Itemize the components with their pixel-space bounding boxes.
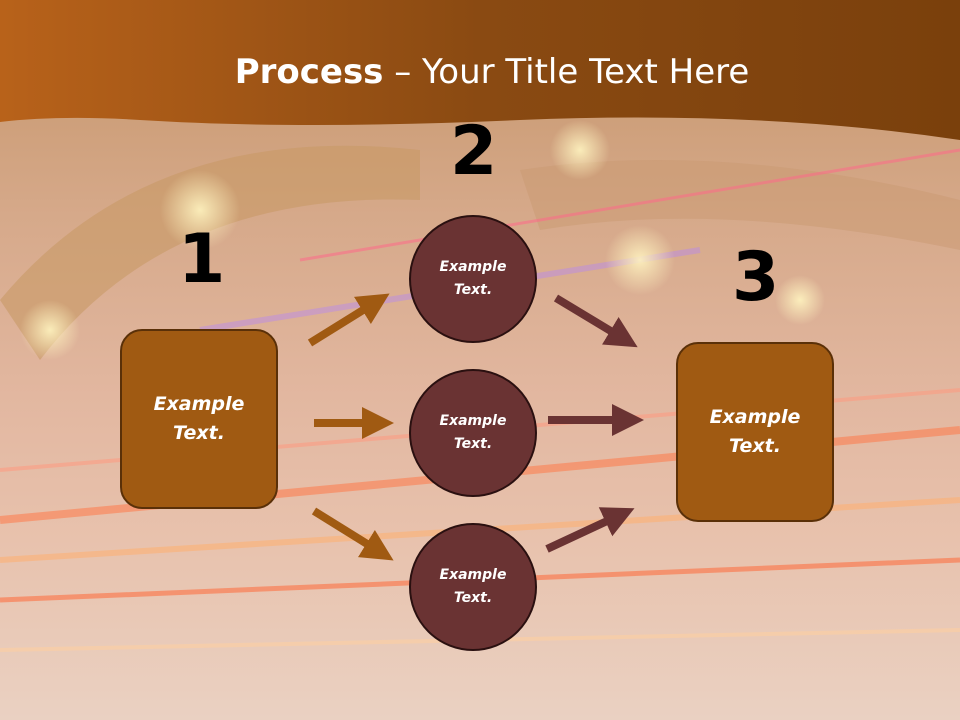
- arrow-right-down: [553, 294, 638, 348]
- step-box-1: Example Text.: [120, 329, 278, 509]
- circle-top: Example Text.: [409, 215, 537, 343]
- circle-middle: Example Text.: [409, 369, 537, 497]
- circle-top-text: Example Text.: [439, 259, 507, 298]
- title-banner: [0, 0, 960, 140]
- circle-middle-text: Example Text.: [439, 413, 507, 452]
- title-rest: – Your Title Text Here: [383, 52, 750, 92]
- arrow-left-down: [311, 507, 394, 561]
- title-bold: Process: [234, 52, 384, 92]
- slide-title: Process – Your Title Text Here: [0, 52, 960, 92]
- circle-bottom-text: Example Text.: [439, 567, 507, 606]
- arrow-left-up: [307, 293, 390, 347]
- step-box-1-text: Example Text.: [153, 393, 245, 444]
- circle-bottom: Example Text.: [409, 523, 537, 651]
- step-number-3: 3: [732, 238, 780, 317]
- step-box-3-text: Example Text.: [709, 406, 801, 457]
- arrow-right-up: [545, 507, 635, 553]
- step-number-2: 2: [450, 112, 498, 191]
- step-number-1: 1: [178, 220, 226, 299]
- step-box-3: Example Text.: [676, 342, 834, 522]
